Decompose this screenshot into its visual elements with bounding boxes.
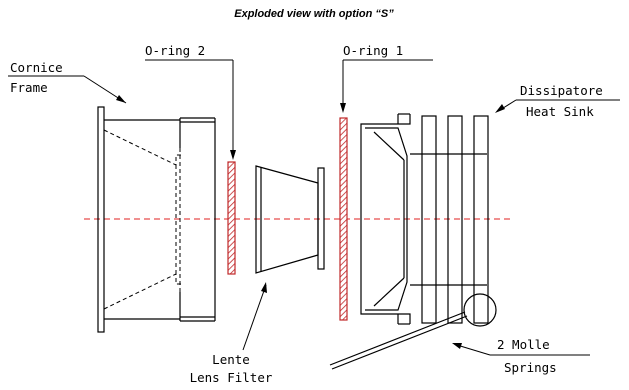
lens-label-group: Lente Lens Filter [190, 282, 273, 385]
spring-part [329, 293, 497, 370]
label-dissipatore: Dissipatore [520, 83, 603, 98]
lens-filter-part [255, 165, 325, 274]
diagram-title: Exploded view with option “S” [234, 8, 394, 20]
o-ring-2-label-group: O-ring 2 [145, 43, 236, 160]
label-cornice: Cornice [10, 60, 63, 75]
o-ring-1 [339, 117, 348, 321]
label-heat-sink: Heat Sink [526, 104, 594, 119]
label-molle: 2 Molle [497, 337, 550, 352]
heat-sink-fin [447, 115, 463, 324]
label-o-ring-2: O-ring 2 [145, 43, 205, 58]
label-lens-filter: Lens Filter [190, 370, 273, 385]
label-lente: Lente [212, 352, 250, 367]
label-springs: Springs [504, 360, 557, 375]
o-ring-1-label-group: O-ring 1 [340, 43, 433, 113]
heat-sink-label-group: Dissipatore Heat Sink [495, 83, 620, 119]
heat-sink-fin [473, 115, 489, 324]
heat-sink-fin [421, 115, 437, 324]
label-o-ring-1: O-ring 1 [343, 43, 403, 58]
o-ring-2 [227, 161, 236, 275]
springs-label-group: 2 Molle Springs [452, 337, 590, 375]
frame-label-group: Cornice Frame [8, 60, 127, 104]
label-frame: Frame [10, 80, 48, 95]
heat-sink-part [360, 113, 489, 325]
frame-part [97, 106, 216, 333]
